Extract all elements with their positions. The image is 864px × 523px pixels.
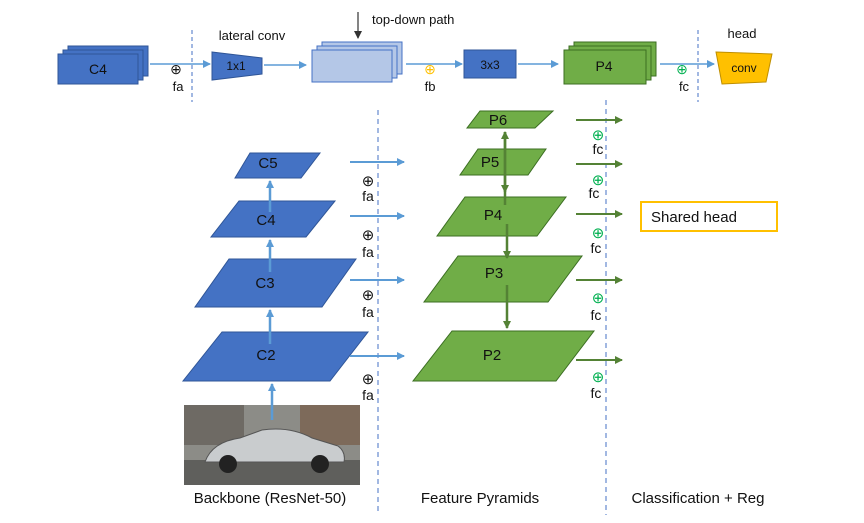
- head-conv-block: [715, 51, 773, 85]
- fa-plus-3: ⊕: [362, 287, 375, 304]
- fc-plus-4: ⊕: [592, 290, 605, 307]
- top-fb-label: fb: [425, 79, 436, 94]
- fc-connections: ⊕ fc ⊕ fc ⊕ fc ⊕ fc ⊕ fc: [576, 116, 623, 401]
- fc-plus-1: ⊕: [592, 127, 605, 144]
- pyramid-p6-plane: [465, 110, 555, 129]
- top-fa-plus: ⊕: [170, 61, 182, 77]
- fc-label-5: fc: [591, 385, 602, 401]
- lateral-1x1-block: [211, 51, 263, 81]
- backbone-c3-plane: [194, 258, 357, 308]
- fa-connections: ⊕ fa ⊕ fa ⊕ fa ⊕ fa: [350, 158, 405, 403]
- pyramid-p2-label: P2: [483, 347, 501, 364]
- backbone-caption: Backbone (ResNet-50): [194, 490, 347, 507]
- backbone-c2-plane: [181, 331, 370, 382]
- backbone-c5-plane: [234, 152, 322, 179]
- top-down-caption: top-down path: [372, 12, 454, 27]
- shared-head-label: Shared head: [651, 209, 737, 226]
- shared-head-box: Shared head: [640, 201, 778, 232]
- head-conv-label: conv: [731, 61, 756, 75]
- pyramid-p2-plane: [411, 330, 596, 382]
- top-block-diagram: C4 ⊕ fa lateral conv 1x1 top-down path ⊕…: [57, 12, 773, 102]
- lateral-conv-caption: lateral conv: [219, 28, 286, 43]
- backbone-c4-label: C4: [256, 212, 275, 229]
- pyramid-p3-plane: [423, 255, 583, 303]
- pyramid-p5-plane: [459, 148, 547, 176]
- fc-plus-3: ⊕: [592, 225, 605, 242]
- pyramid-p4-plane: [436, 196, 567, 237]
- top-p4-stack: P4: [563, 41, 657, 85]
- pyramid-caption: Feature Pyramids: [421, 490, 539, 507]
- head-section-caption: Classification + Reg: [632, 490, 765, 507]
- fc-label-2: fc: [589, 185, 600, 201]
- backbone-c5-label: C5: [258, 155, 277, 172]
- fc-plus-2: ⊕: [592, 172, 605, 189]
- backbone-c3-label: C3: [255, 275, 274, 292]
- fa-label-4: fa: [362, 387, 374, 403]
- top-merged-stack: [311, 41, 403, 83]
- pyramid-p5-label: P5: [481, 154, 499, 171]
- pyramid-p3-label: P3: [485, 265, 503, 282]
- fa-plus-2: ⊕: [362, 227, 375, 244]
- fc-plus-5: ⊕: [592, 369, 605, 386]
- fc-label-4: fc: [591, 307, 602, 323]
- backbone: C2 C3 C4 C5 Backbone (ResNet-50): [181, 152, 370, 507]
- conv-3x3-block: [463, 49, 517, 79]
- fa-label-3: fa: [362, 304, 374, 320]
- top-fc-label: fc: [679, 79, 690, 94]
- head-caption: head: [728, 26, 757, 41]
- fa-label-1: fa: [362, 188, 374, 204]
- top-fa-label: fa: [173, 79, 185, 94]
- fc-label-3: fc: [591, 240, 602, 256]
- top-fc-plus: ⊕: [676, 61, 688, 77]
- backbone-c4-plane: [209, 200, 337, 238]
- pyramid-p4-label: P4: [484, 207, 502, 224]
- fa-plus-1: ⊕: [362, 173, 375, 190]
- conv-3x3-label: 3x3: [480, 58, 500, 72]
- top-fb-plus: ⊕: [424, 61, 436, 77]
- top-c4-label: C4: [89, 61, 107, 77]
- feature-pyramid: P6 P5 P4 P3 P2 Feature Pyramids: [411, 110, 596, 507]
- top-c4-stack: C4: [57, 45, 149, 85]
- pyramid-p6-label: P6: [489, 112, 507, 129]
- fc-label-1: fc: [593, 141, 604, 157]
- fa-plus-4: ⊕: [362, 371, 375, 388]
- top-p4-label: P4: [595, 58, 612, 74]
- lateral-1x1-label: 1x1: [226, 59, 246, 73]
- backbone-c2-label: C2: [256, 347, 275, 364]
- fa-label-2: fa: [362, 244, 374, 260]
